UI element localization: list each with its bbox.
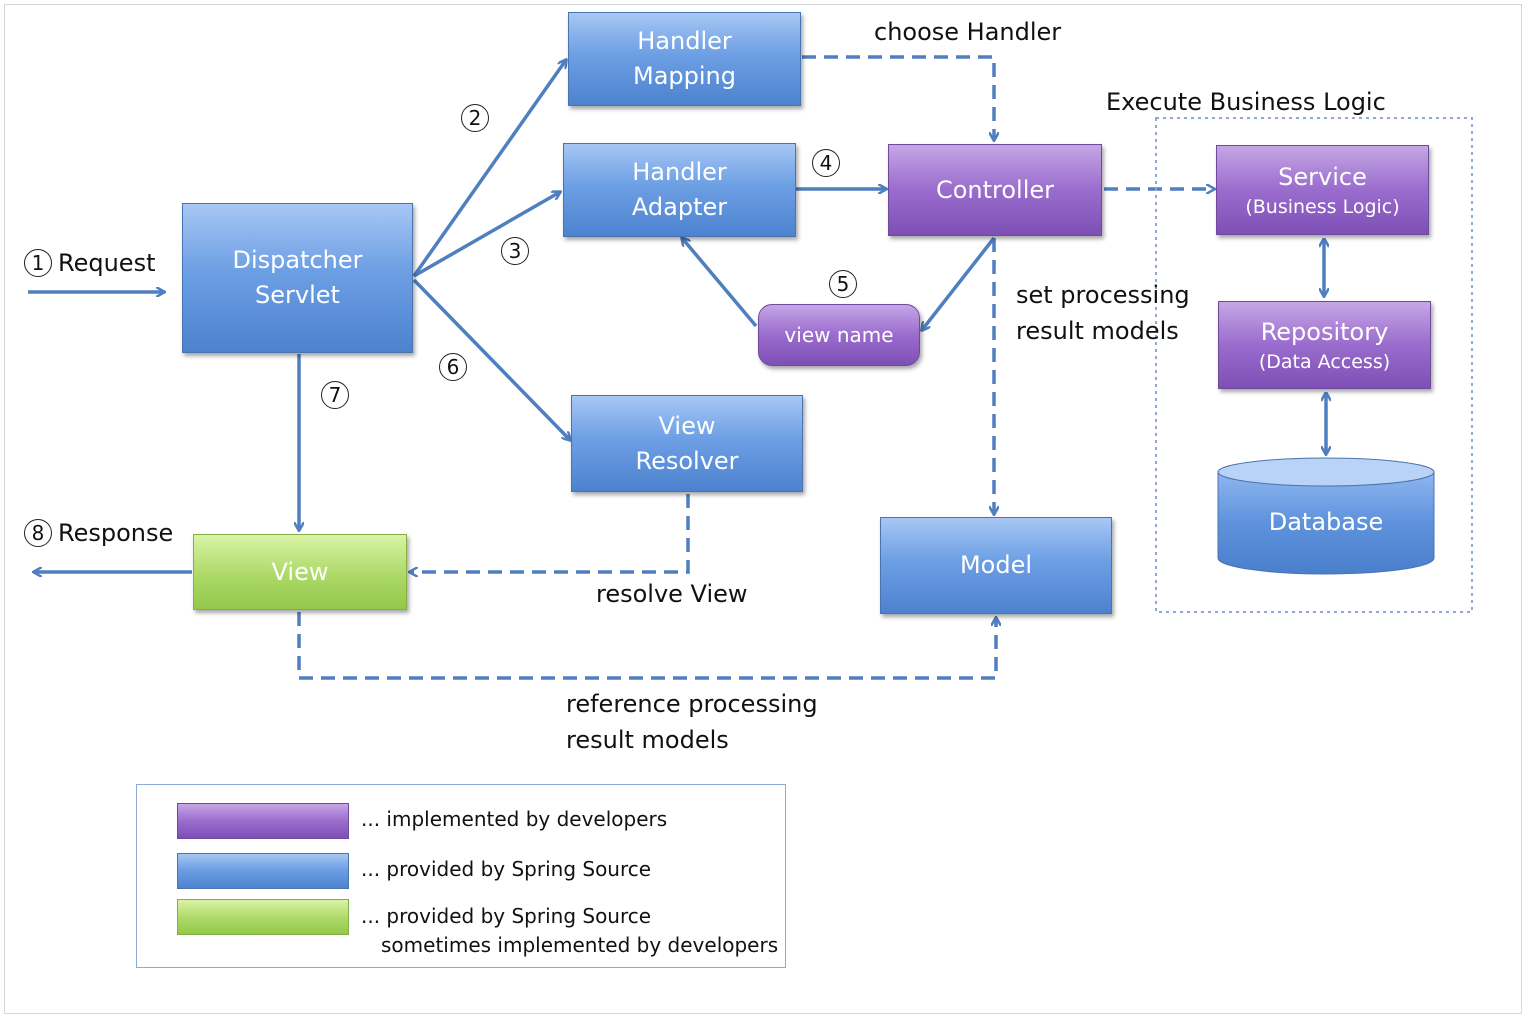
step-2-number: 2 [461,104,489,132]
edge-reference-models [297,612,996,680]
handler-adapter: Handler Adapter [563,143,796,237]
step-1-number: 1 [24,249,52,277]
repository: Repository (Data Access) [1218,301,1431,389]
label-reference-models-1: reference processing [566,690,818,718]
dispatcher-servlet-line2: Servlet [255,281,340,309]
legend-swatch-purple [177,803,349,839]
label-set-models-1: set processing [1016,281,1190,309]
legend-swatch-blue [177,853,349,889]
step-8-number: 8 [24,519,52,547]
handler-adapter-line2: Adapter [631,193,728,221]
edge-choose-handler [802,55,994,140]
edge-dispatcher-to-view-resolver [412,278,570,440]
dispatcher-servlet-line1: Dispatcher [232,246,363,275]
service: Service (Business Logic) [1216,145,1429,235]
view-resolver-line2: Resolver [635,446,739,475]
legend-text-blue: ... provided by Spring Source [361,857,652,881]
label-resolve-view: resolve View [596,580,748,608]
step-1-request: 1 Request [24,249,156,277]
label-choose-handler: choose Handler [874,18,1062,46]
view: View [193,534,407,610]
repository-sub: (Data Access) [1258,351,1391,374]
repository-label: Repository [1260,318,1389,347]
label-reference-models-2: result models [566,726,729,754]
legend-swatch-green [177,899,349,935]
legend: ... implemented by developers ... provid… [136,784,786,968]
step-4-number: 4 [812,149,840,177]
handler-mapping: Handler Mapping [568,12,801,106]
model: Model [880,517,1112,614]
dispatcher-servlet: Dispatcher Servlet [182,203,413,353]
step-5-number: 5 [829,270,857,298]
legend-text-green-2: sometimes implemented by developers [381,933,779,957]
edge-view-name-to-adapter [682,238,758,328]
step-3-number: 3 [501,237,529,265]
database-label-wrap: Database [1218,490,1434,554]
handler-mapping-line1: Handler [637,27,732,56]
label-execute-business-logic: Execute Business Logic [1106,88,1386,116]
database-label: Database [1268,507,1384,536]
business-logic-group [1155,117,1473,613]
edge-dispatcher-to-handler-adapter [413,192,560,278]
edge-controller-to-view-name [922,236,996,330]
database-cylinder [1217,457,1435,575]
step-8-response: 8 Response [24,519,173,547]
edge-resolve-view [410,494,690,572]
label-set-models-2: result models [1016,317,1179,345]
legend-text-purple: ... implemented by developers [361,807,668,831]
handler-mapping-line2: Mapping [633,62,736,90]
model-label: Model [959,551,1033,580]
controller-label: Controller [935,175,1055,204]
view-resolver: View Resolver [571,395,803,492]
handler-adapter-line1: Handler [632,158,727,187]
view-name: view name [758,304,920,366]
step-6-number: 6 [439,353,467,381]
step-8-text: Response [58,519,174,547]
service-sub: (Business Logic) [1245,196,1400,219]
view-resolver-line1: View [658,411,716,440]
controller: Controller [888,144,1102,236]
step-1-text: Request [58,249,156,277]
edge-dispatcher-to-handler-mapping [412,60,566,278]
step-7-number: 7 [321,381,349,409]
view-name-label: view name [784,322,894,347]
service-label: Service [1278,163,1367,192]
legend-text-green-1: ... provided by Spring Source [361,904,652,928]
view-label: View [271,557,329,586]
diagram-frame [4,4,1522,1014]
